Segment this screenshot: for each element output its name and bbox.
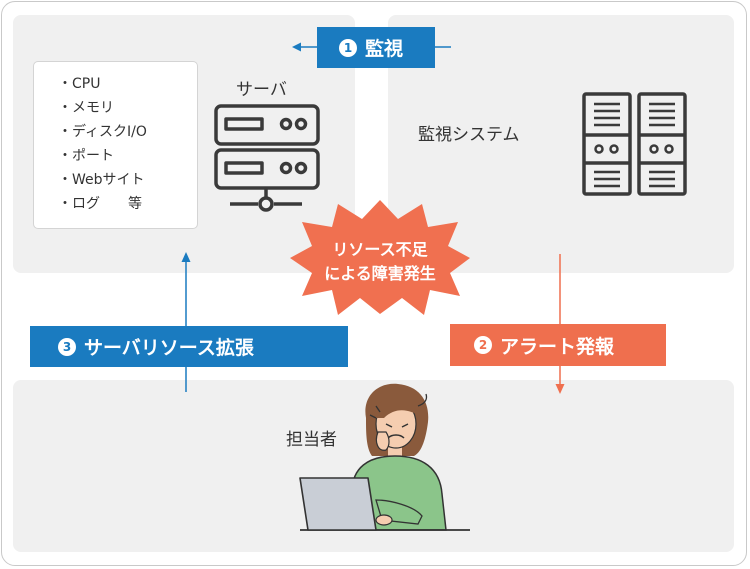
failure-event-line1: リソース不足 [332, 240, 428, 259]
monitor-arrow-head [292, 42, 301, 52]
step-number-badge: 2 [474, 336, 492, 354]
step-expand-label: サーバリソース拡張 [84, 337, 254, 359]
step-alert-tag: 2 アラート発報 [450, 324, 666, 366]
step-monitor-label: 監視 [365, 38, 404, 60]
server-label: サーバ [236, 80, 287, 100]
monitored-item: ・ログ 等 [58, 196, 142, 212]
monitored-items-list: ・CPU ・メモリ ・ディスクI/O ・ポート ・Webサイト ・ログ 等 [58, 72, 197, 216]
step-number-badge: 3 [58, 337, 76, 356]
monitored-item: ・ディスクI/O [58, 124, 147, 140]
expand-arrow-head [181, 252, 191, 262]
monitored-item: ・CPU [58, 76, 101, 92]
step-expand-tag: 3 サーバリソース拡張 [30, 326, 348, 367]
step-alert-label: アラート発報 [500, 335, 615, 358]
monitoring-system-label: 監視システム [418, 125, 520, 145]
step-monitor-tag: 1 監視 [317, 27, 435, 68]
monitored-item: ・Webサイト [58, 172, 145, 188]
monitored-items-box: ・CPU ・メモリ ・ディスクI/O ・ポート ・Webサイト ・ログ 等 [33, 61, 198, 229]
monitored-item: ・ポート [58, 148, 114, 164]
failure-event-text: リソース不足 による障害発生 [300, 238, 460, 286]
monitored-item: ・メモリ [58, 100, 114, 116]
step-number-badge: 1 [339, 38, 357, 57]
alert-arrow-head [555, 384, 565, 394]
person-in-charge-label: 担当者 [286, 430, 337, 450]
failure-event-line2: による障害発生 [324, 264, 436, 283]
